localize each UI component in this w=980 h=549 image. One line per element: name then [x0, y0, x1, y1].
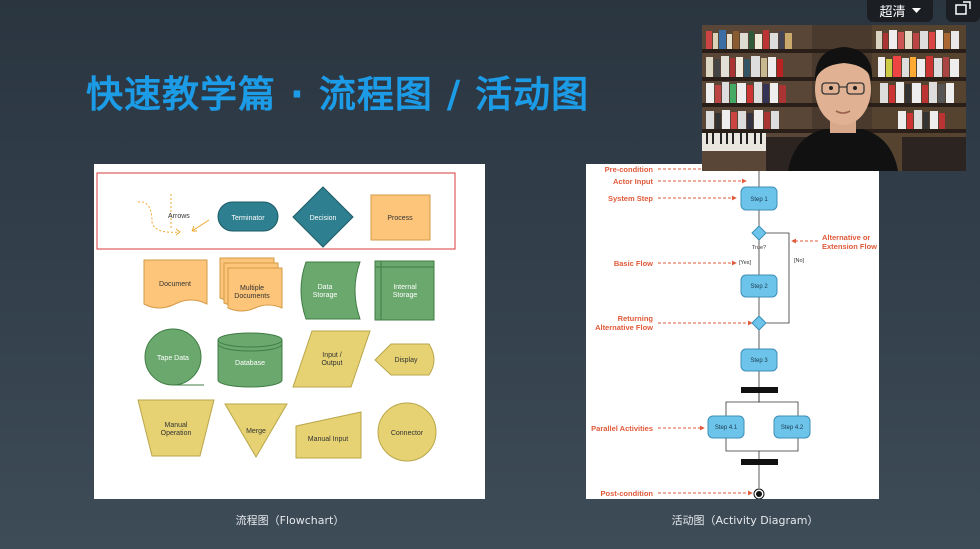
fork-bar	[741, 387, 778, 393]
slide-title: 快速教学篇 · 流程图 / 活动图	[86, 73, 590, 116]
manual-operation-label-1: Manual	[165, 422, 188, 429]
flowchart-diagram: Arrows Terminator Decision Process Docum…	[96, 172, 456, 462]
step2-node	[740, 274, 778, 298]
decision-shape	[292, 186, 354, 248]
highlight-box	[96, 172, 456, 250]
returning-label-2: Alternative Flow	[595, 323, 653, 332]
multiple-documents-label-1: Multiple	[240, 285, 264, 292]
parallel-label: Parallel Activities	[591, 424, 653, 433]
flowchart-caption: 流程图（Flowchart）	[235, 514, 345, 527]
input-output-label-1: Input /	[322, 352, 342, 359]
terminator-label: Terminator	[231, 215, 265, 222]
database-label: Database	[235, 360, 265, 367]
manual-operation-label-2: Operation	[161, 430, 192, 437]
presenter-webcam[interactable]	[702, 25, 966, 171]
caret-down-icon	[911, 3, 921, 18]
pre-condition-label: Pre-condition	[605, 165, 654, 174]
alternative-label-1: Alternative or	[822, 233, 870, 242]
data-storage-label-2: Storage	[313, 292, 338, 299]
decision-node	[751, 225, 767, 241]
manual-operation-shape	[137, 399, 215, 457]
document-shape	[143, 259, 208, 309]
final-node	[753, 488, 765, 500]
step42-label: Step 4.2	[781, 425, 804, 431]
popout-window-icon	[955, 0, 971, 20]
step3-label: Step 3	[750, 358, 768, 364]
activity-caption: 活动图（Activity Diagram）	[671, 514, 819, 527]
process-shape	[370, 194, 431, 241]
merge-node	[751, 315, 767, 331]
guard-yes-label: [Yes]	[739, 260, 752, 266]
actor-input-label: Actor Input	[613, 177, 653, 186]
presenter-figure	[788, 47, 898, 171]
step2-label: Step 2	[750, 284, 768, 290]
quality-selector-button[interactable]: 超清	[867, 0, 933, 22]
step41-node	[707, 415, 745, 439]
multiple-documents-shape	[219, 257, 283, 312]
input-output-shape	[292, 330, 371, 388]
multiple-documents-label-2: Documents	[234, 293, 270, 300]
input-output-label-2: Output	[321, 360, 342, 367]
step1-node	[740, 186, 778, 211]
step41-label: Step 4.1	[715, 425, 738, 431]
internal-storage-shape	[374, 260, 435, 321]
document-label: Document	[159, 281, 191, 288]
manual-input-shape	[295, 411, 362, 459]
manual-input-label: Manual Input	[308, 436, 349, 443]
terminator-shape	[217, 201, 279, 232]
step3-node	[740, 348, 778, 372]
webcam-feed	[702, 25, 966, 171]
tape-data-shape	[144, 328, 204, 386]
internal-storage-label-1: Internal	[393, 284, 417, 291]
merge-shape	[224, 403, 288, 458]
database-shape	[217, 332, 283, 388]
decision-label: Decision	[310, 215, 337, 222]
step42-node	[773, 415, 811, 439]
data-storage-shape	[300, 261, 361, 320]
activity-diagram: Pre-condition Actor Input System Step Ba…	[591, 165, 877, 500]
data-storage-label-1: Data	[318, 284, 333, 291]
returning-label-1: Returning	[618, 314, 654, 323]
tape-data-label: Tape Data	[157, 355, 189, 362]
quality-label: 超清	[879, 4, 906, 20]
basic-flow-label: Basic Flow	[614, 259, 653, 268]
process-label: Process	[387, 215, 413, 222]
merge-label: Merge	[246, 428, 266, 435]
display-shape	[374, 343, 435, 376]
arrows-label: Arrows	[168, 213, 190, 220]
connector-label: Connector	[391, 430, 424, 437]
popout-window-button[interactable]	[946, 0, 980, 22]
connector-shape	[377, 402, 437, 462]
guard-no-label: [No]	[794, 258, 805, 264]
activity-diagram-panel: Pre-condition Actor Input System Step Ba…	[586, 164, 879, 500]
alternative-label-2: Extension Flow	[822, 242, 877, 251]
system-step-label: System Step	[608, 194, 653, 203]
guard-true-label: True?	[752, 245, 766, 251]
post-condition-label: Post-condition	[601, 489, 654, 498]
display-label: Display	[395, 357, 418, 364]
join-bar	[741, 459, 778, 465]
internal-storage-label-2: Storage	[393, 292, 418, 299]
flowchart-panel: Arrows Terminator Decision Process Docum…	[94, 164, 485, 499]
arrows-shape	[137, 194, 210, 236]
step1-label: Step 1	[750, 197, 768, 203]
